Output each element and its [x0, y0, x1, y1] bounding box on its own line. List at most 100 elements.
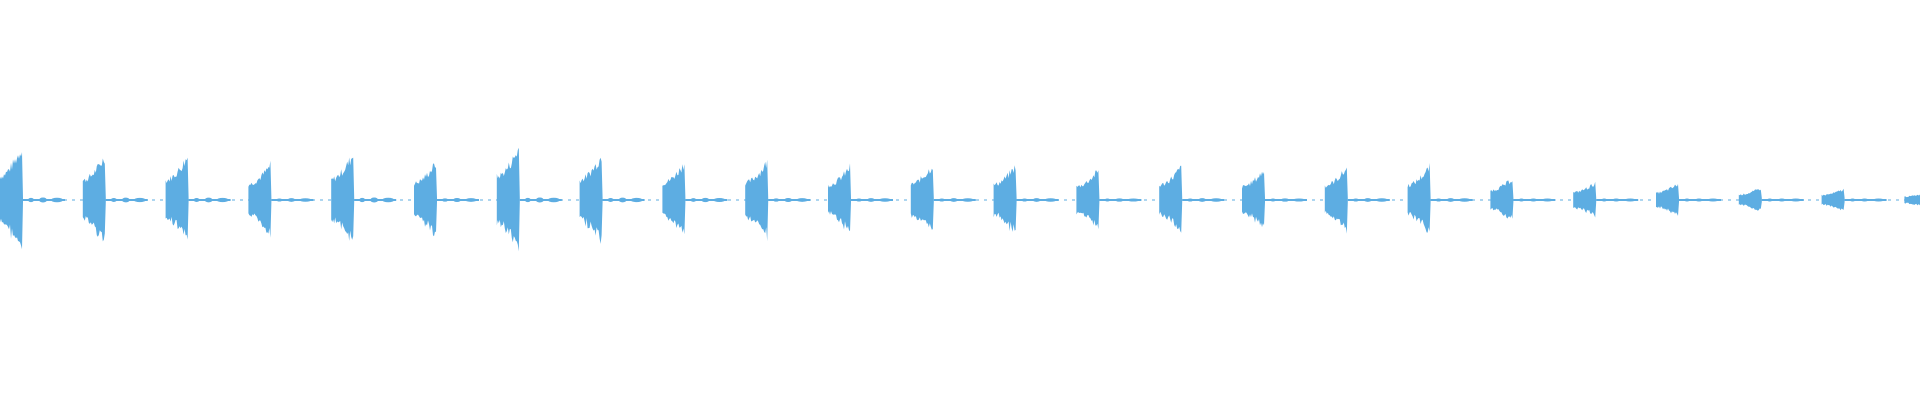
- waveform-tail-blob: [51, 197, 63, 203]
- waveform-tail-blob: [879, 198, 891, 202]
- waveform-tail-blob: [299, 198, 312, 202]
- waveform-burst: [662, 164, 686, 235]
- waveform-tail-blob: [1115, 198, 1124, 202]
- waveform-burst: [579, 157, 603, 244]
- waveform-tail-blob: [193, 198, 200, 202]
- waveform-beat: [1904, 194, 1920, 206]
- waveform-burst: [165, 157, 189, 240]
- waveform-beat: [1159, 165, 1225, 233]
- waveform-tail-blob: [28, 197, 34, 203]
- waveform-tail-blob: [1032, 198, 1041, 202]
- waveform-burst: [910, 168, 934, 230]
- waveform-beat: [82, 158, 148, 242]
- waveform-burst: [496, 147, 520, 252]
- waveform-tail-blob: [465, 198, 477, 202]
- waveform-burst: [1656, 184, 1679, 216]
- waveform-burst: [1904, 194, 1920, 206]
- waveform-beat: [1076, 170, 1142, 230]
- waveform-tail-blob: [784, 197, 793, 203]
- waveform-tail-blob: [1021, 198, 1028, 202]
- waveform-tail-blob: [1375, 198, 1388, 202]
- waveform-tail-blob: [1849, 198, 1856, 202]
- waveform-burst: [1407, 163, 1431, 233]
- waveform-beat: [165, 157, 231, 240]
- waveform-tail-blob: [453, 197, 461, 203]
- waveform-tail-blob: [856, 198, 862, 202]
- waveform-tail-blob: [1352, 198, 1359, 202]
- waveform-tail-blob: [547, 197, 560, 203]
- waveform-burst: [82, 158, 106, 242]
- waveform-beat: [910, 168, 976, 230]
- waveform-tail-blob: [1766, 198, 1773, 202]
- waveform-burst: [745, 159, 769, 242]
- waveform-burst: [1324, 167, 1348, 234]
- waveform-beat: [331, 157, 397, 241]
- waveform-tail-blob: [1612, 198, 1621, 202]
- waveform-tail-blob: [1872, 198, 1885, 202]
- waveform-burst: [1821, 188, 1845, 211]
- waveform-tail-blob: [938, 198, 945, 202]
- waveform-beat: [414, 163, 479, 237]
- waveform-burst: [1242, 171, 1265, 228]
- waveform-tail-blob: [287, 198, 296, 202]
- waveform-tail-blob: [607, 198, 614, 202]
- waveform-burst: [248, 160, 272, 238]
- waveform-tail-blob: [1270, 198, 1276, 202]
- waveform-tail-blob: [1446, 198, 1455, 202]
- waveform-beat: [1573, 181, 1639, 218]
- waveform-tail-blob: [773, 198, 780, 202]
- waveform-tail-blob: [949, 198, 958, 202]
- waveform-tail-blob: [630, 197, 643, 203]
- waveform-tail-blob: [1529, 198, 1538, 202]
- waveform-tail-blob: [359, 197, 366, 203]
- waveform-beat: [579, 157, 645, 244]
- waveform-tail-blob: [1518, 198, 1525, 202]
- waveform-tail-blob: [961, 198, 974, 202]
- waveform-tail-blob: [216, 197, 229, 203]
- waveform-beat: [496, 147, 562, 252]
- waveform-tail-blob: [1695, 198, 1703, 202]
- waveform-burst: [1490, 180, 1514, 219]
- waveform-beat: [1738, 189, 1804, 211]
- waveform-tail-blob: [1435, 198, 1442, 202]
- waveform-tail-blob: [701, 197, 710, 203]
- waveform-tail-blob: [1789, 198, 1802, 202]
- waveform-beat: [1656, 184, 1721, 216]
- waveform-tail-blob: [1210, 198, 1223, 202]
- waveform-tail-blob: [1860, 198, 1869, 202]
- waveform-tail-blob: [796, 198, 809, 202]
- waveform-burst: [1159, 165, 1183, 233]
- waveform-tail-blob: [133, 197, 146, 203]
- waveform-tail-blob: [1363, 198, 1372, 202]
- waveform-tail-blob: [618, 197, 627, 203]
- waveform-burst: [1738, 189, 1762, 211]
- waveform-tail-blob: [121, 197, 130, 203]
- waveform-burst: [1076, 170, 1100, 230]
- waveform-beat: [828, 163, 893, 232]
- waveform-burst: [993, 165, 1017, 232]
- waveform-tail-blob: [867, 198, 875, 202]
- waveform-tail-blob: [1187, 198, 1194, 202]
- waveform-burst: [1573, 181, 1597, 218]
- waveform-tail-blob: [1541, 198, 1554, 202]
- waveform-tail-blob: [1198, 198, 1207, 202]
- waveform-tail-blob: [1624, 198, 1637, 202]
- waveform-beat: [248, 160, 314, 238]
- waveform-beat: [1324, 167, 1390, 234]
- waveform-tail-blob: [1044, 198, 1057, 202]
- waveform-tail-blob: [1293, 198, 1305, 202]
- waveform-tail-blob: [1707, 198, 1719, 202]
- waveform-tail-blob: [1281, 198, 1289, 202]
- waveform-beat: [662, 164, 728, 235]
- waveform-tail-blob: [1684, 198, 1690, 202]
- waveform-beat: [745, 159, 811, 242]
- waveform-burst: [414, 163, 437, 237]
- waveform-tail-blob: [690, 198, 697, 202]
- waveform-tail-blob: [110, 198, 117, 202]
- waveform-tail-blob: [442, 198, 448, 202]
- waveform-tail-blob: [1601, 198, 1608, 202]
- waveform-tail-blob: [524, 197, 531, 203]
- waveform-tail-blob: [39, 197, 47, 203]
